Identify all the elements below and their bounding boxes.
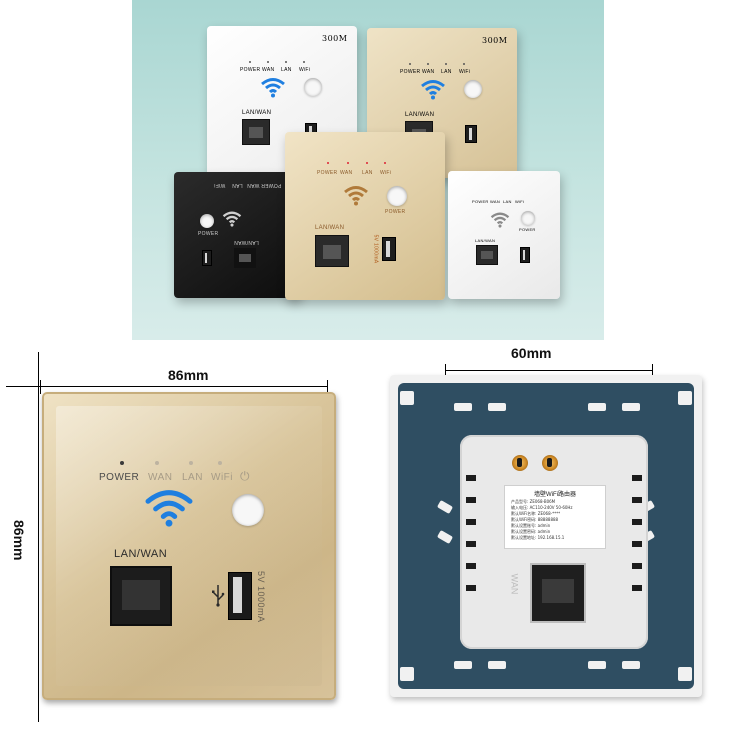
width-dimension-line [445,370,653,371]
led-label: LAN [503,199,512,204]
led-label: LAN [281,67,292,73]
wan-led [155,461,159,465]
power-button[interactable] [232,494,264,526]
led-label: POWER [261,182,282,188]
wifi-icon [490,212,510,228]
back-view-panel: 墙壁WiFi路由器 产品型号: ZE068-B06M 输入电压: AC110-2… [390,375,702,697]
usb-icon [212,585,225,607]
gold-front-view-panel: POWER WAN LAN WiFi ⏻ LAN/WAN 5V 1000mA [42,392,336,700]
led-label: WAN [247,182,260,188]
led-label: WAN [422,69,435,75]
width-dimension-line [40,386,328,387]
spec-line: 输入电压: AC110-240V 50-60Hz [511,505,573,510]
led-label: WiFi [214,182,226,188]
ethernet-port [476,245,498,265]
wan-ethernet-port[interactable] [530,563,586,623]
led-label: LAN [441,69,452,75]
white-small-panel: POWER WAN LAN WiFi POWER LAN/WAN [448,171,560,299]
usb-port[interactable] [228,572,252,620]
led-label-power: POWER [99,472,140,483]
led-label: POWER [240,67,261,73]
led-label: WiFi [459,69,471,75]
panel-model-label: 300M [322,34,348,43]
usb-port [465,125,477,143]
wifi-icon [222,211,242,227]
width-dimension-label: 86mm [168,367,209,383]
gold-front-panel: POWER WAN LAN WiFi POWER LAN/WAN 5V 1000… [285,132,445,300]
height-dimension-line [38,352,39,722]
led-label-wifi: WiFi [211,472,233,483]
ethernet-port[interactable] [110,566,172,626]
led-label: WAN [490,199,501,204]
port-label: LAN/WAN [242,110,272,116]
led-label: LAN [362,170,373,176]
spec-line: 默认设置地址: 192.168.15.1 [511,535,565,540]
led-label: POWER [400,69,421,75]
module-width-label: 60mm [511,345,552,361]
led-label: WiFi [380,170,392,176]
power-button [464,80,482,98]
ethernet-port [234,248,256,268]
spec-line: 默认设置账号: admin [511,523,551,528]
product-photo: 300M POWER WAN LAN WiFi LAN/WAN 300M POW… [132,0,604,340]
usb-port [202,250,212,266]
wifi-icon [145,490,193,527]
black-small-panel: WiFi LAN WAN POWER POWER LAN/WAN [174,172,300,298]
led-label: WiFi [299,67,311,73]
white-large-panel: 300M POWER WAN LAN WiFi LAN/WAN [207,26,357,176]
ethernet-port [315,235,349,267]
spec-label: 墙壁WiFi路由器 产品型号: ZE068-B06M 输入电压: AC110-2… [504,485,606,549]
router-module: 墙壁WiFi路由器 产品型号: ZE068-B06M 输入电压: AC110-2… [460,435,648,649]
wifi-icon [421,80,445,100]
usb-port [520,247,530,263]
led-label: WAN [340,170,353,176]
spec-line: 默认WiFi密码: 88888888 [511,517,559,522]
port-label: LAN/WAN [405,112,435,118]
led-label: WiFi [515,199,525,204]
port-label: LAN/WAN [315,225,345,231]
spec-line: 产品型号: ZE068-B06M [511,499,556,504]
wifi-icon [344,186,368,206]
led-label-wan: WAN [148,472,173,483]
wifi-led [218,461,222,465]
spec-label-title: 墙壁WiFi路由器 [534,492,576,498]
usb-label: 5V 1000mA [256,571,266,623]
led-label: WAN [262,67,275,73]
led-label: POWER [472,199,489,204]
spec-line: 默认设置密码: admin [511,529,551,534]
height-dimension-label: 86mm [11,520,27,561]
wifi-icon [261,78,285,98]
panel-model-label: 300M [482,36,508,45]
power-button [304,78,322,96]
led-label: POWER [317,170,338,176]
power-label: POWER [519,227,536,232]
wan-port-label: WAN [509,573,520,595]
ethernet-port [242,119,270,145]
usb-port [382,237,396,261]
spec-line: 默认WiFi名称: ZE068-**** [511,511,561,516]
terminal-screw [512,455,528,471]
power-label: POWER [198,231,219,237]
power-led [120,461,124,465]
usb-label: 5V 1000mA [372,234,379,264]
power-symbol-icon: ⏻ [240,469,250,483]
power-button [521,211,535,225]
power-label: POWER [385,209,406,215]
port-label: LAN/WAN [475,238,496,243]
power-button [387,186,407,206]
power-button [200,214,214,228]
lan-led [189,461,193,465]
led-label: LAN [232,182,243,188]
terminal-screw [542,455,558,471]
led-label-lan: LAN [182,472,203,483]
port-label: LAN/WAN [114,548,168,560]
port-label: LAN/WAN [234,239,259,245]
